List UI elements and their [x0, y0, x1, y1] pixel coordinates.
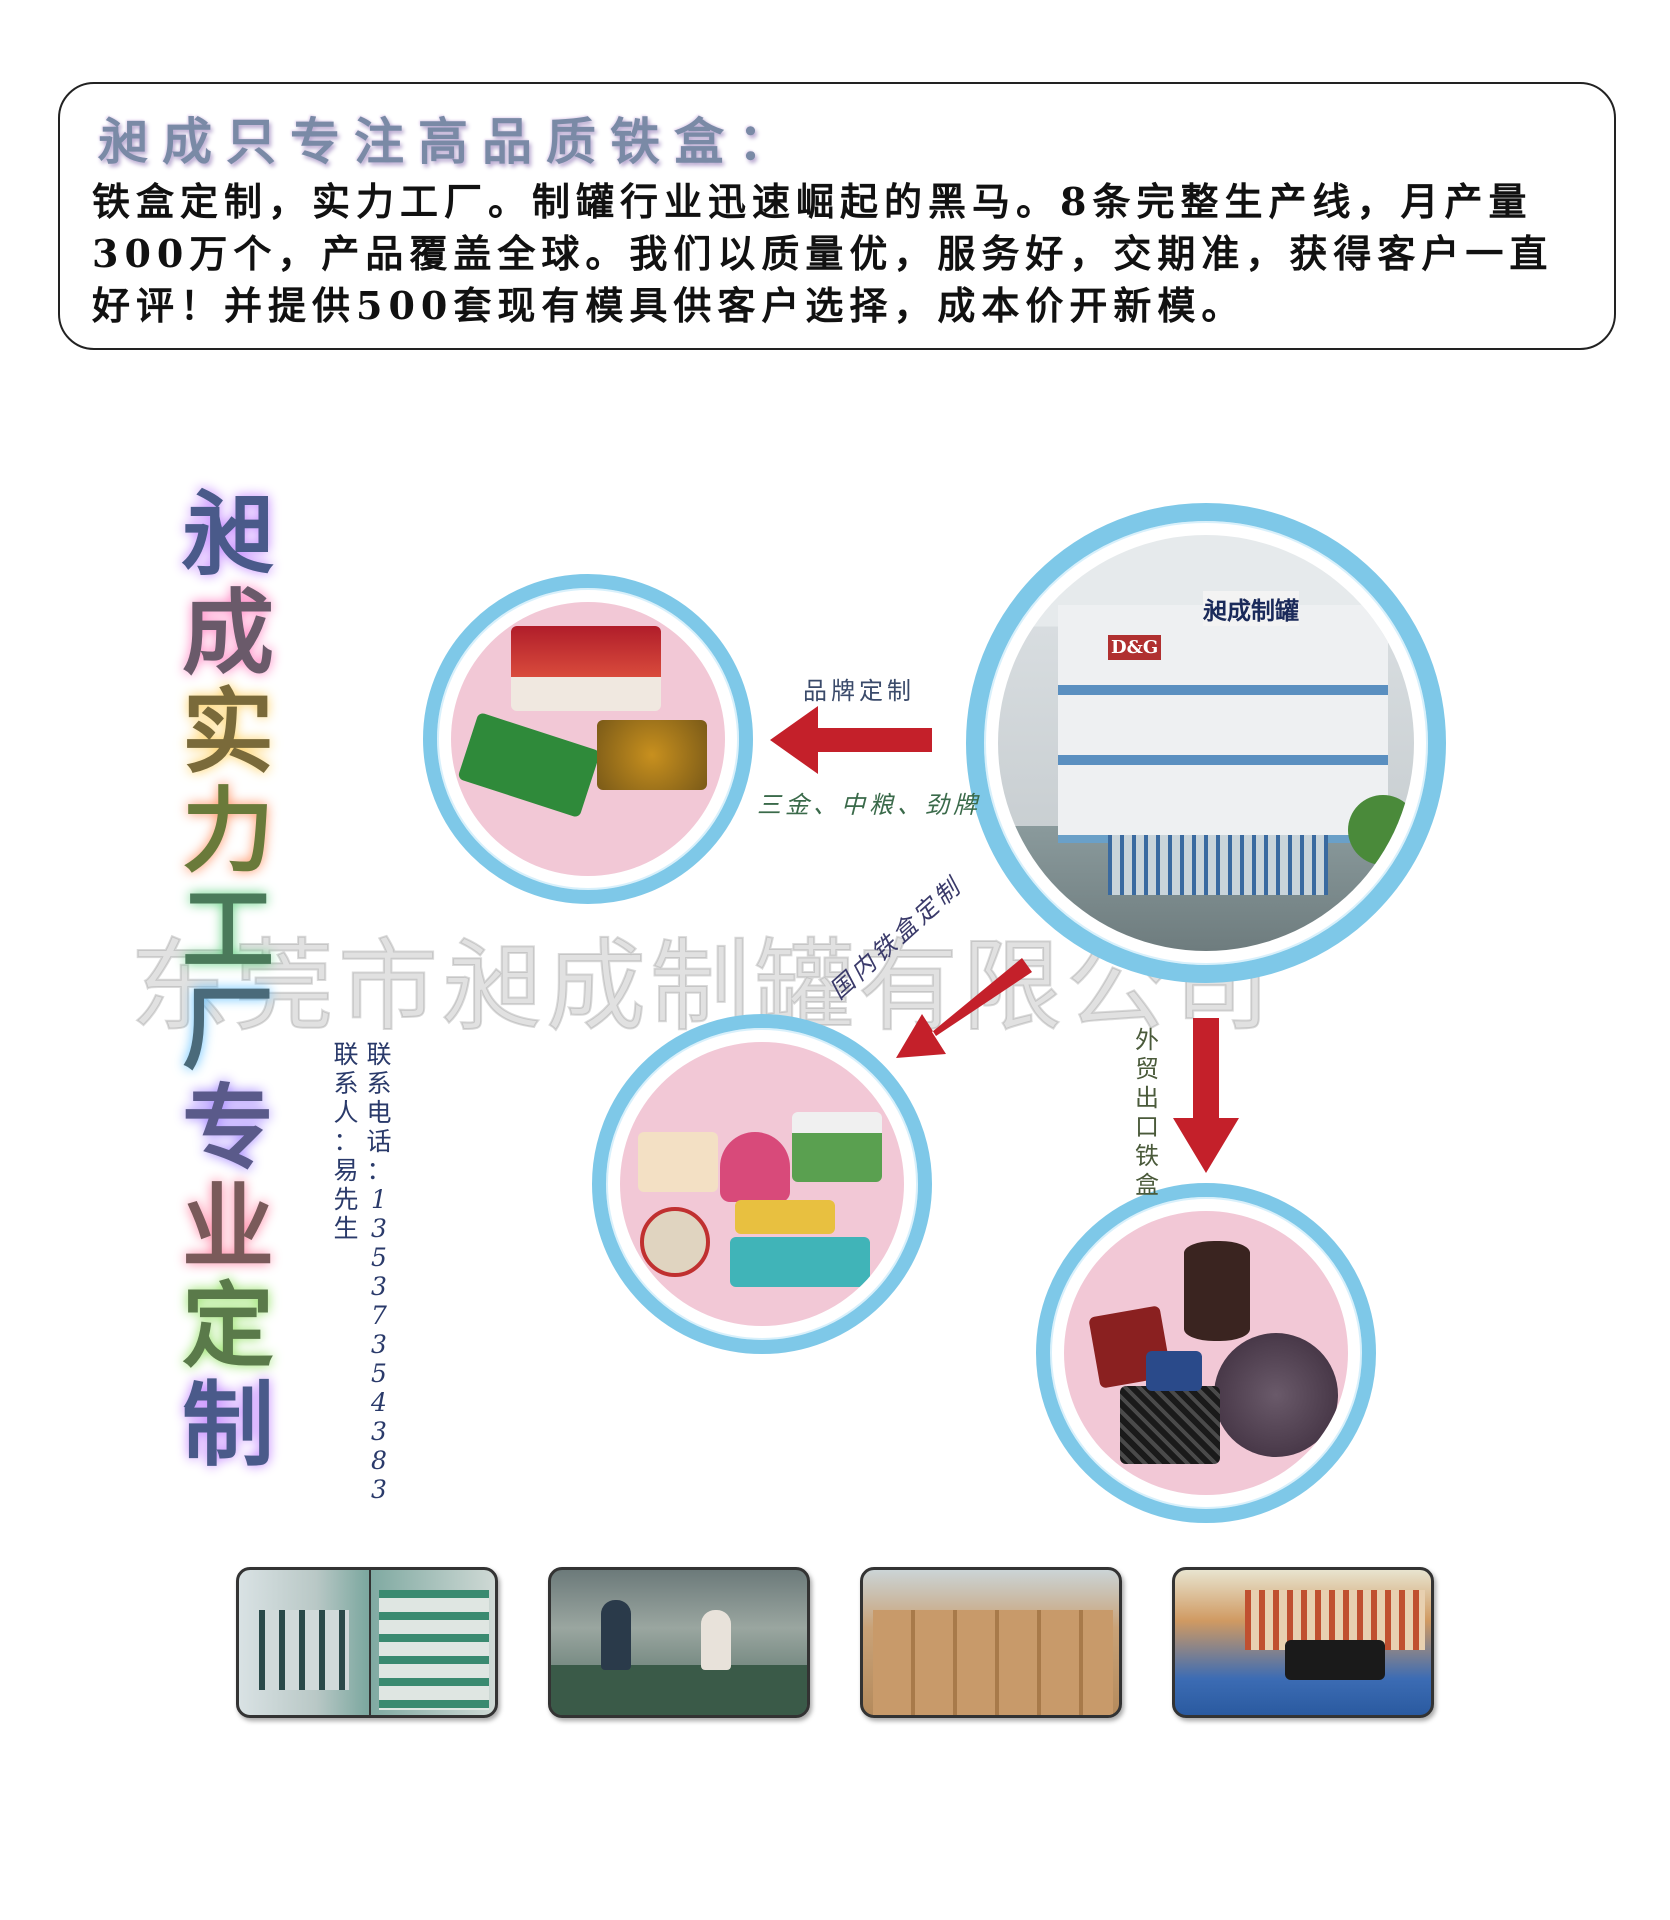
contact-person-char: 生: [333, 1214, 359, 1243]
teal-tin-box: [730, 1237, 870, 1287]
red-tin-box: [511, 626, 661, 711]
domestic-products-photo: [620, 1042, 904, 1326]
contact-phone-digit: 3: [371, 1330, 387, 1359]
intro-box: 昶成只专注高品质铁盒： 铁盒定制，实力工厂。制罐行业迅速崛起的黑马。8条完整生产…: [58, 82, 1616, 350]
green-tin-box: [457, 711, 601, 819]
gold-tin-box: [597, 720, 707, 790]
shelf-rows: [259, 1610, 349, 1690]
machine-rows: [379, 1590, 489, 1710]
intro-title: 昶成只专注高品质铁盒：: [98, 112, 802, 171]
side-title-char: 专: [181, 1074, 274, 1182]
contact-person: 联 系 人 ： 易 先 生: [329, 1040, 363, 1243]
worker-figure: [601, 1600, 631, 1670]
cream-tin-box: [638, 1132, 718, 1192]
contact-person-char: ：: [333, 1127, 359, 1156]
contact-person-char: 人: [333, 1098, 359, 1127]
side-title-char: 实: [181, 678, 274, 786]
workshop-workers-photo: [548, 1567, 810, 1718]
round-floral-tin: [1214, 1333, 1338, 1457]
production-line-photo: [236, 1567, 498, 1718]
contact-person-char: 先: [333, 1185, 359, 1214]
contact-person-char: 联: [333, 1040, 359, 1069]
round-tin-box: [640, 1207, 710, 1277]
brand-custom-label: 品牌定制: [803, 677, 915, 705]
factory-window-band: [1058, 755, 1388, 765]
side-title-char: 制: [181, 1371, 274, 1479]
landscape-tin-box: [792, 1112, 882, 1182]
factory-photo: 昶成制罐 D&G: [998, 535, 1414, 951]
domestic-products-circle: [592, 1014, 932, 1354]
blue-label-tin: [1146, 1351, 1202, 1391]
workbench: [551, 1665, 807, 1715]
contact-phone-digit: 3: [371, 1417, 387, 1446]
arrow-left-to-brand: [770, 706, 932, 774]
warehouse-photo: [860, 1567, 1122, 1718]
export-products-circle: [1036, 1183, 1376, 1523]
contact-phone-digit: 3: [371, 1272, 387, 1301]
side-title-char: 昶: [181, 480, 274, 588]
brand-products-circle: [423, 574, 753, 904]
heart-tin-box: [720, 1132, 790, 1202]
export-label-char: 外: [1135, 1026, 1159, 1054]
export-label-char: 盒: [1135, 1171, 1159, 1199]
contact-phone-digit: 5: [371, 1359, 387, 1388]
contact-phone-digit: 3: [371, 1475, 387, 1504]
export-label-char: 铁: [1135, 1142, 1159, 1170]
showroom-office-photo: [1172, 1567, 1434, 1718]
yellow-tin-box: [735, 1200, 835, 1234]
side-title-char: 业: [181, 1173, 274, 1281]
brand-products-photo: [451, 602, 725, 876]
export-products-photo: [1064, 1211, 1348, 1495]
brand-names-label: 三金、中粮、劲牌: [757, 791, 981, 819]
photo-divider: [369, 1570, 371, 1715]
side-title-char: 厂: [181, 975, 274, 1083]
export-label-char: 贸: [1135, 1055, 1159, 1083]
contact-phone-digit: 8: [371, 1446, 387, 1475]
factory-tree: [1348, 795, 1414, 865]
factory-gate: [1108, 835, 1328, 895]
factory-circle: 昶成制罐 D&G: [966, 503, 1446, 983]
contact-phone: 联 系 电 话 ： 1 3 5 3 7 3 5 4 3 8 3: [362, 1040, 396, 1504]
side-title: 昶 成 实 力 工 厂 专 业 定 制: [168, 485, 288, 1475]
intro-text: 铁盒定制，实力工厂。制罐行业迅速崛起的黑马。8条完整生产线，月产量300万个，产…: [92, 179, 1554, 328]
factory-sign: 昶成制罐: [1203, 591, 1299, 626]
export-label-char: 口: [1135, 1113, 1159, 1141]
contact-phone-digit: 1: [371, 1185, 387, 1214]
box-stacks: [873, 1610, 1113, 1715]
side-title-char: 力: [181, 777, 274, 885]
worker-figure: [701, 1610, 731, 1670]
black-pattern-tin: [1120, 1386, 1220, 1464]
contact-person-char: 系: [333, 1069, 359, 1098]
contact-phone-digit: 4: [371, 1388, 387, 1417]
contact-phone-label: 电: [366, 1098, 392, 1127]
contact-phone-digit: 3: [371, 1214, 387, 1243]
factory-sign-dg: D&G: [1108, 635, 1162, 660]
side-title-char: 成: [181, 579, 274, 687]
contact-phone-label: ：: [366, 1156, 392, 1185]
factory-window-band: [1058, 685, 1388, 695]
contact-phone-digit: 5: [371, 1243, 387, 1272]
contact-phone-label: 话: [366, 1127, 392, 1156]
side-title-char: 定: [181, 1272, 274, 1380]
side-title-char: 工: [181, 876, 274, 984]
contact-phone-digit: 7: [371, 1301, 387, 1330]
office-chairs: [1285, 1640, 1385, 1680]
arrow-down-left-to-domestic: [896, 958, 1032, 1058]
export-label-char: 出: [1135, 1084, 1159, 1112]
contact-person-char: 易: [333, 1156, 359, 1185]
arrow-down-to-export: [1173, 1018, 1239, 1173]
contact-phone-label: 联: [366, 1040, 392, 1069]
contact-phone-label: 系: [366, 1069, 392, 1098]
export-label: 外 贸 出 口 铁 盒: [1132, 1026, 1162, 1200]
dark-cylinder-tin: [1184, 1241, 1250, 1341]
